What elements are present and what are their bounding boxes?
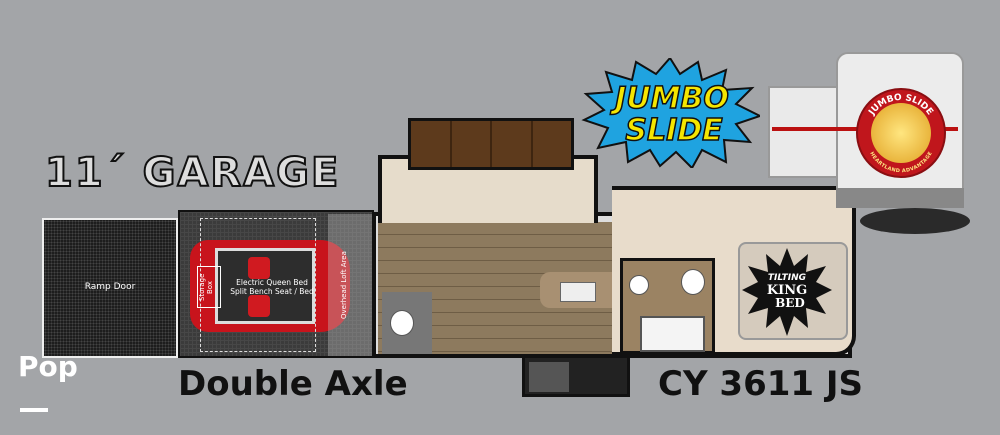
loft-label: Overhead Loft Area [340, 251, 348, 319]
ramp-door: Ramp Door [42, 218, 178, 358]
rv-shadow [860, 208, 970, 234]
tilting-text: TILTING [768, 273, 806, 283]
ramp-door-label: Ramp Door [84, 282, 136, 292]
seat-icon [248, 295, 270, 317]
toilet-icon [390, 310, 414, 336]
overhead-loft-area [328, 214, 372, 356]
bed-label-2: Split Bench Seat / Bed [230, 287, 314, 296]
half-bath [382, 292, 432, 354]
rv-slide-box [768, 86, 840, 178]
shower-icon [640, 316, 705, 352]
logo-center [871, 103, 931, 163]
jumbo-slide-burst: JUMBO SLIDE [581, 58, 760, 168]
sofa-icon [408, 118, 574, 170]
stove-icon [522, 355, 630, 397]
tilting-king-bed-badge: TILTING KING BED [742, 248, 832, 336]
axle-heading: Double Axle [178, 364, 408, 404]
watermark-dash [20, 408, 48, 412]
svg-text:HEARTLAND ADVANTAGE: HEARTLAND ADVANTAGE [868, 150, 934, 174]
logo-top-text: JUMBO SLIDE [867, 93, 935, 118]
storage-box-label: Storage Box [197, 266, 221, 308]
garage-heading: 11´ GARAGE [44, 149, 341, 197]
logo-text: JUMBO SLIDE HEARTLAND ADVANTAGE [867, 93, 935, 174]
bed-text: BED [775, 296, 805, 310]
bed-label-1: Electric Queen Bed [236, 278, 308, 287]
king-text: KING [767, 283, 807, 298]
toilet-icon [681, 269, 705, 295]
watermark-logo: Pop [18, 350, 78, 383]
rv-bumper [836, 188, 964, 208]
slide-text: SLIDE [625, 113, 723, 148]
sink-icon [560, 282, 596, 302]
svg-text:JUMBO SLIDE: JUMBO SLIDE [867, 93, 935, 118]
seat-icon [248, 257, 270, 279]
jumbo-text: JUMBO [610, 81, 729, 116]
bed-outline [200, 218, 316, 352]
logo-bottom-text: HEARTLAND ADVANTAGE [868, 150, 934, 174]
vehicle-cab [215, 248, 315, 324]
model-heading: CY 3611 JS [658, 364, 864, 404]
sink-icon [629, 275, 649, 295]
bathroom [620, 258, 715, 354]
